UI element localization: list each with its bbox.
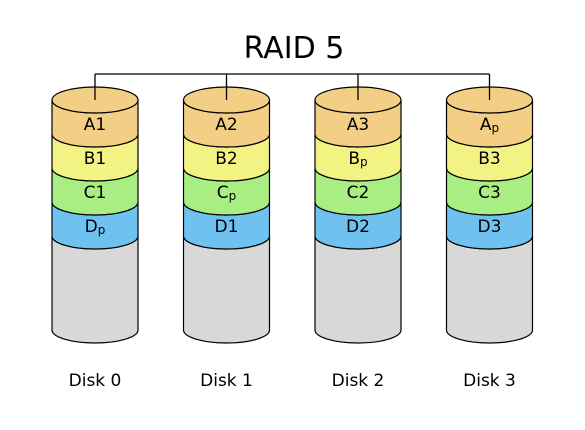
array-connector [94,73,491,100]
disk-free-space [314,235,402,344]
data-block-label: A3 [347,115,369,135]
data-block-label: D1 [215,217,239,237]
disk-free-space [51,235,139,344]
disk-free-space [182,235,271,344]
diagram-title: RAID 5 [244,31,345,66]
parity-subscript: p [98,223,106,237]
data-block-label: C3 [478,183,501,203]
disk-free-space [445,235,534,344]
disk-label: Disk 2 [332,371,385,391]
disk-label: Disk 0 [69,371,122,391]
data-block-label: A1 [84,115,106,135]
disk-label: Disk 3 [463,371,516,391]
disk-label: Disk 1 [200,371,253,391]
data-block-label: B3 [478,149,500,169]
parity-subscript: p [360,155,368,169]
data-block-label: D3 [478,217,502,237]
data-block-label: C2 [347,183,370,203]
data-block-label: C1 [84,183,107,203]
data-block-label: D2 [346,217,370,237]
data-block-label: B2 [215,149,237,169]
parity-subscript: p [229,189,237,203]
data-block-label: A2 [215,115,237,135]
data-block-label: B1 [84,149,106,169]
parity-subscript: p [492,121,500,135]
